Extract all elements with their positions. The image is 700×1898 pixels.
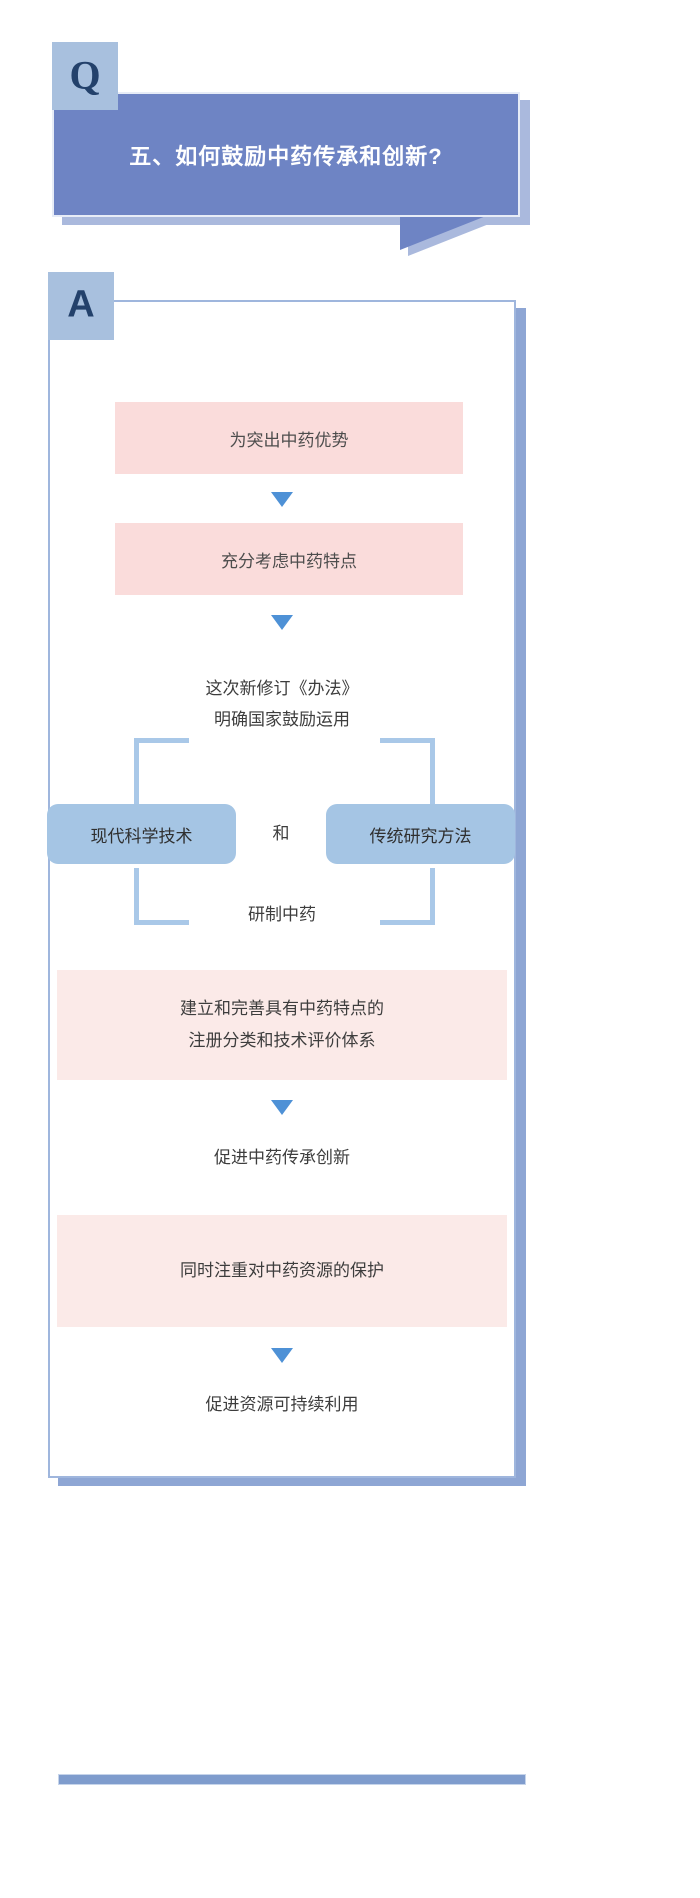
flow-step-5-box: 建立和完善具有中药特点的 注册分类和技术评价体系 [57, 970, 507, 1080]
arrow-down-icon-1 [271, 492, 293, 507]
flow-step-1-label: 为突出中药优势 [229, 430, 349, 450]
flow-step-2-label: 充分考虑中药特点 [221, 551, 357, 571]
flow-step-3-line-2: 明确国家鼓励运用 [214, 710, 350, 729]
question-bubble: 五、如何鼓励中药传承和创新? [52, 92, 520, 217]
question-bubble-inner-border [52, 92, 520, 217]
answer-bottom-strip [58, 1774, 526, 1785]
flow-step-5-line-2: 注册分类和技术评价体系 [188, 1031, 376, 1050]
arrow-down-icon-2 [271, 615, 293, 630]
flow-step-2-box: 充分考虑中药特点 [115, 523, 463, 595]
branch-left-label: 现代科学技术 [90, 826, 193, 846]
arrow-down-icon-3 [271, 1100, 293, 1115]
bracket-bottom-right [380, 868, 435, 925]
flow-step-7-box: 同时注重对中药资源的保护 [57, 1215, 507, 1327]
branch-conjunction: 和 [272, 824, 290, 843]
question-title: 五、如何鼓励中药传承和创新? [129, 143, 443, 169]
flow-step-6-label: 促进中药传承创新 [214, 1148, 350, 1167]
flow-step-5-line-1: 建立和完善具有中药特点的 [180, 999, 384, 1018]
flow-step-8-label: 促进资源可持续利用 [205, 1395, 359, 1414]
question-section: 五、如何鼓励中药传承和创新? Q [0, 0, 700, 260]
bracket-top-right [380, 738, 435, 811]
question-badge: Q [52, 42, 118, 110]
question-badge-letter: Q [69, 52, 101, 98]
answer-badge-letter: A [67, 283, 95, 326]
flow-step-1-box: 为突出中药优势 [115, 402, 463, 474]
bracket-top-left [134, 738, 189, 811]
flow-step-7-label: 同时注重对中药资源的保护 [180, 1261, 384, 1280]
arrow-down-icon-4 [271, 1348, 293, 1363]
answer-badge: A [48, 272, 114, 340]
flow-step-3-line-1: 这次新修订《办法》 [205, 679, 359, 698]
answer-flow: 为突出中药优势 充分考虑中药特点 这次新修订《办法》 明确国家鼓励运用 现代科学… [47, 300, 516, 1478]
branch-right-label: 传统研究方法 [369, 826, 472, 846]
branch-left-pill: 现代科学技术 [47, 804, 236, 864]
question-tail [400, 216, 486, 250]
bracket-bottom-left [134, 868, 189, 925]
branch-right-pill: 传统研究方法 [326, 804, 515, 864]
flow-step-4-label: 研制中药 [248, 905, 316, 924]
